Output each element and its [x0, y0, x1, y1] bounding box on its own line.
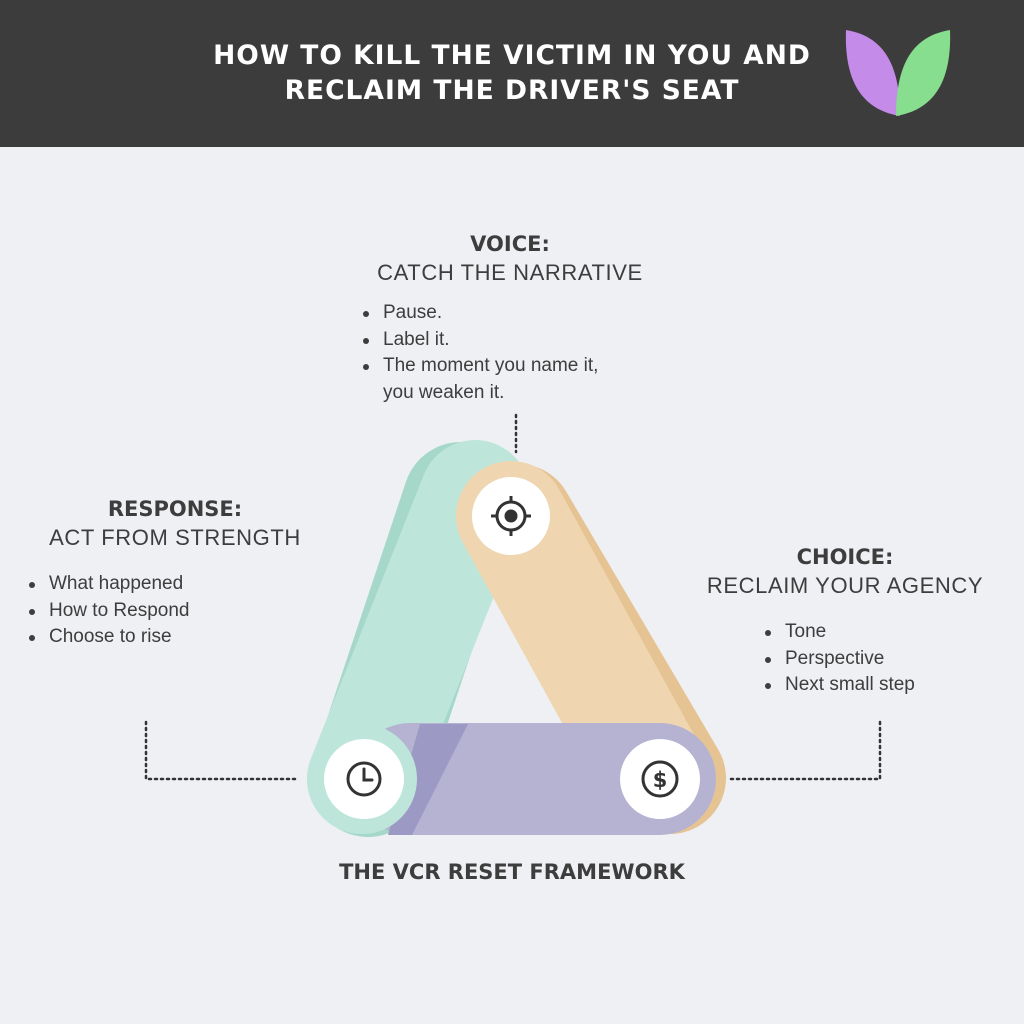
- response-heading: RESPONSE:: [107, 497, 243, 521]
- response-block: RESPONSE: ACT FROM STRENGTH What happene…: [20, 495, 330, 647]
- green-leaf: [896, 30, 951, 116]
- header-bar: HOW TO KILL THE VICTIM IN YOU AND RECLAI…: [0, 0, 1024, 147]
- voice-bar: [456, 461, 710, 833]
- voice-bullets: Pause. Label it. The moment you name it,…: [357, 300, 598, 406]
- response-subheading: ACT FROM STRENGTH: [49, 525, 301, 550]
- list-item: Choose to rise: [23, 624, 189, 651]
- voice-heading: VOICE:: [470, 232, 550, 256]
- response-bullets: What happened How to Respond Choose to r…: [23, 571, 189, 651]
- list-item: Tone: [759, 619, 915, 646]
- list-item: What happened: [23, 571, 189, 598]
- target-icon: [472, 477, 550, 555]
- voice-subheading: CATCH THE NARRATIVE: [377, 260, 643, 285]
- title-line-2: RECLAIM THE DRIVER'S SEAT: [284, 75, 740, 106]
- leaf-logo-icon: [845, 30, 951, 116]
- choice-bullets: Tone Perspective Next small step: [759, 619, 915, 699]
- list-item: Next small step: [759, 672, 915, 699]
- choice-subheading: RECLAIM YOUR AGENCY: [706, 573, 984, 598]
- choice-heading: CHOICE:: [796, 545, 894, 569]
- response-connector: [144, 720, 300, 781]
- response-bar-cap: [307, 724, 417, 834]
- list-item: Perspective: [759, 646, 915, 673]
- choice-block: CHOICE: RECLAIM YOUR AGENCY Tone Perspec…: [685, 543, 1005, 695]
- response-bar-shadow: [310, 442, 519, 837]
- purple-leaf: [845, 30, 900, 116]
- choice-bar-shadow-fold: [388, 724, 468, 835]
- svg-text:$: $: [653, 768, 668, 792]
- list-item: you weaken it.: [383, 381, 505, 403]
- list-item: Pause.: [357, 300, 598, 327]
- clock-icon: [324, 739, 404, 819]
- list-item: The moment you name it,: [357, 353, 598, 380]
- framework-title: THE VCR RESET FRAMEWORK: [339, 860, 685, 884]
- title-line-1: HOW TO KILL THE VICTIM IN YOU AND: [213, 40, 811, 71]
- choice-connector: [726, 720, 882, 781]
- response-bar: [307, 440, 530, 834]
- list-item: How to Respond: [23, 598, 189, 625]
- list-item: Label it.: [357, 327, 598, 354]
- voice-bar-shadow: [462, 464, 726, 834]
- voice-block: VOICE: CATCH THE NARRATIVE Pause. Label …: [300, 230, 720, 403]
- page-title: HOW TO KILL THE VICTIM IN YOU AND RECLAI…: [180, 38, 844, 108]
- dollar-icon: $: [620, 739, 700, 819]
